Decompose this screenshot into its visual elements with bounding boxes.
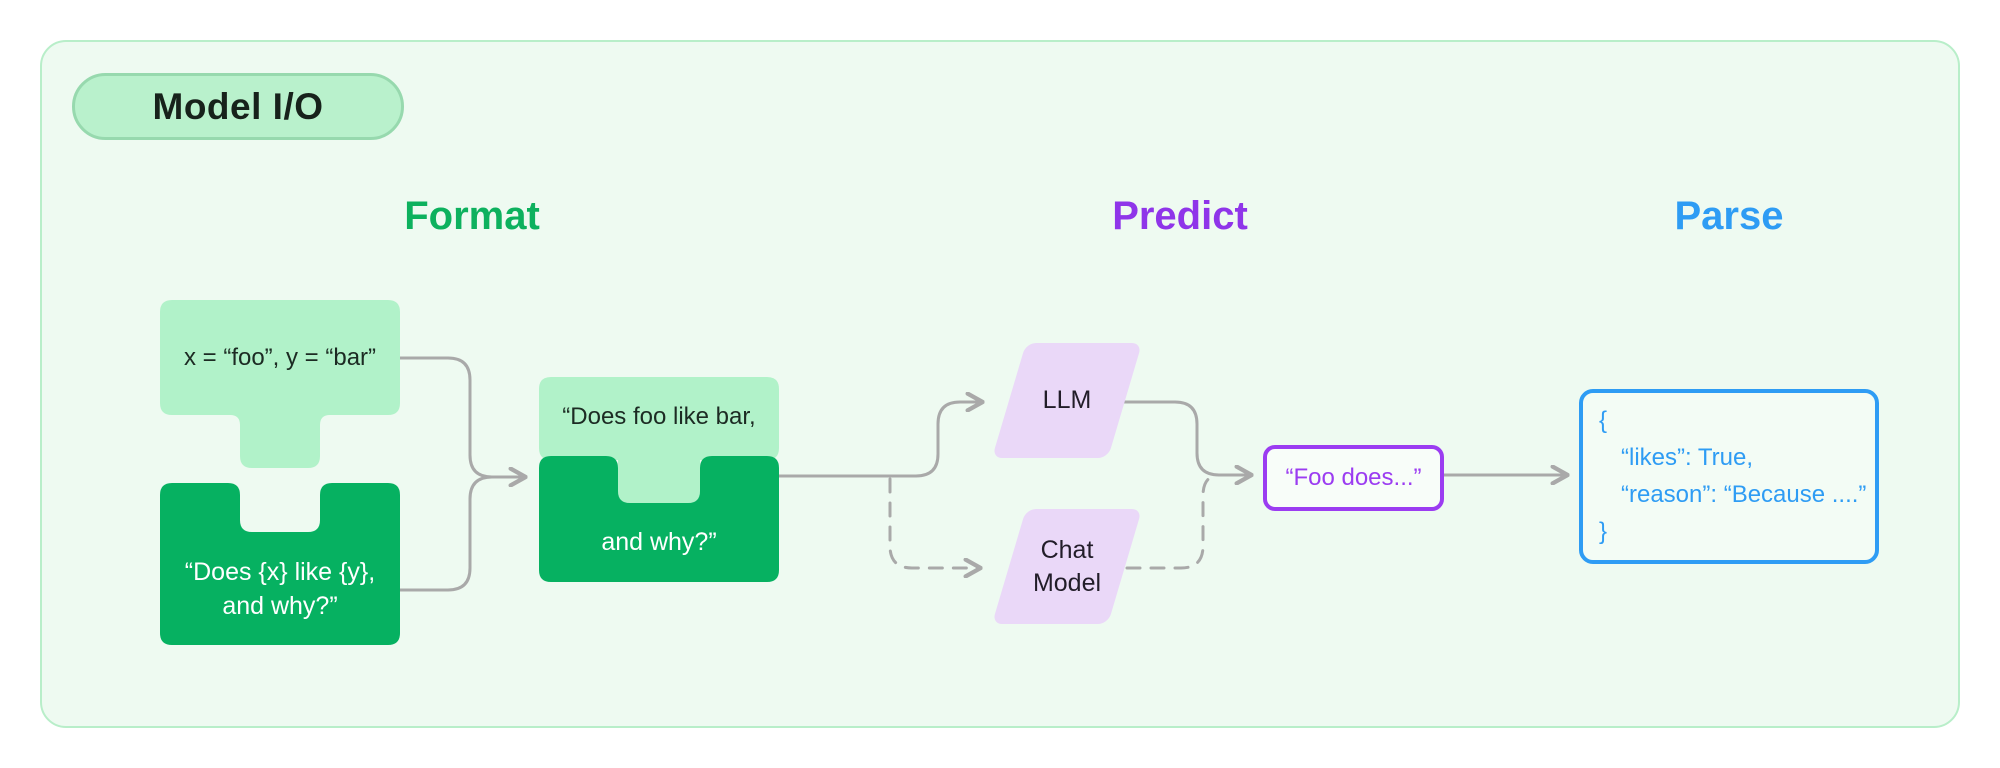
llm-text: LLM	[1042, 386, 1092, 414]
input-values-piece	[160, 300, 400, 468]
model-io-badge-label: Model I/O	[152, 85, 324, 127]
prompt-template-line2: and why?”	[222, 591, 338, 620]
predict-heading: Predict	[1112, 194, 1248, 238]
format-heading: Format	[404, 194, 540, 238]
formatted-prompt-light-piece	[539, 377, 779, 503]
input-values-label: x = “foo”, y = “bar”	[160, 300, 400, 415]
prompt-template-piece	[160, 483, 400, 645]
input-values-text: x = “foo”, y = “bar”	[183, 343, 377, 371]
formatted-prompt-line2: and why?”	[601, 528, 717, 556]
parsed-output-line3: “reason”: “Because ....”	[1621, 481, 1867, 508]
prompt-template-line1: “Does {x} like {y},	[184, 557, 376, 586]
chat-model-line1: Chat	[1040, 535, 1094, 564]
formatted-prompt-dark-piece	[539, 456, 779, 582]
formatted-prompt-line1: “Does foo like bar,	[562, 402, 756, 430]
chat-model-label: Chat Model	[1009, 509, 1125, 624]
parsed-output-line1: {	[1599, 407, 1608, 434]
connector-chat-model-to-output	[1125, 474, 1216, 570]
connector-input-to-prompt	[398, 356, 524, 477]
prompt-template-label: “Does {x} like {y}, and why?”	[160, 532, 400, 645]
formatted-prompt-label-top: “Does foo like bar,	[539, 377, 779, 456]
model-io-badge: Model I/O	[72, 73, 404, 140]
parsed-output-line4: }	[1599, 518, 1608, 545]
parse-heading: Parse	[1674, 194, 1784, 238]
llm-label: LLM	[1009, 343, 1125, 458]
connector-prompt-to-llm	[777, 402, 981, 478]
parsed-output-line2: “likes”: True,	[1621, 444, 1754, 471]
connector-llm-to-output	[1111, 400, 1250, 475]
parsed-output-box: { “likes”: True, “reason”: “Because ....…	[1579, 389, 1879, 564]
chat-model-line2: Model	[1032, 568, 1102, 597]
connector-prompt-to-chat-model	[888, 477, 979, 568]
model-output-text: “Foo does...”	[1285, 464, 1422, 491]
model-output-box: “Foo does...”	[1263, 445, 1444, 511]
connector-template-to-prompt	[398, 475, 494, 592]
formatted-prompt-label-bottom: and why?”	[539, 503, 779, 582]
